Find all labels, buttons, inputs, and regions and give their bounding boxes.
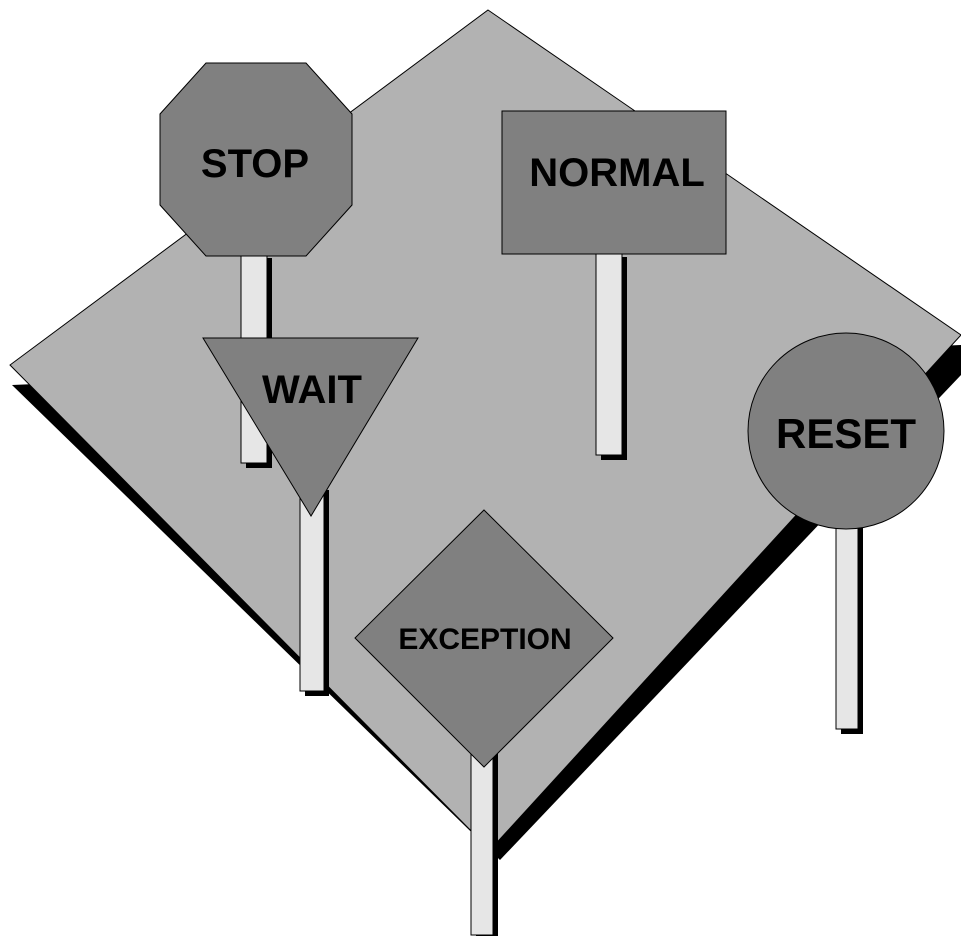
reset-post [835,516,859,730]
circle-sign-icon [747,332,945,530]
stop-sign: STOP [159,62,353,468]
reset-label: RESET [776,410,916,457]
exception-post [470,738,494,936]
reset-sign: RESET [747,332,945,734]
exception-label: EXCEPTION [398,623,571,656]
normal-post [595,251,623,456]
yield-sign-icon [202,337,419,517]
normal-label: NORMAL [529,151,705,195]
wait-post [299,484,325,692]
stop-label: STOP [201,142,309,186]
normal-sign: NORMAL [501,110,727,460]
exception-sign: EXCEPTION [354,509,614,936]
wait-sign: WAIT [202,337,419,696]
octagon-sign-icon [159,62,353,257]
wait-label: WAIT [262,368,362,412]
rectangle-sign-icon [501,110,727,255]
diamond-sign-icon [354,509,614,768]
